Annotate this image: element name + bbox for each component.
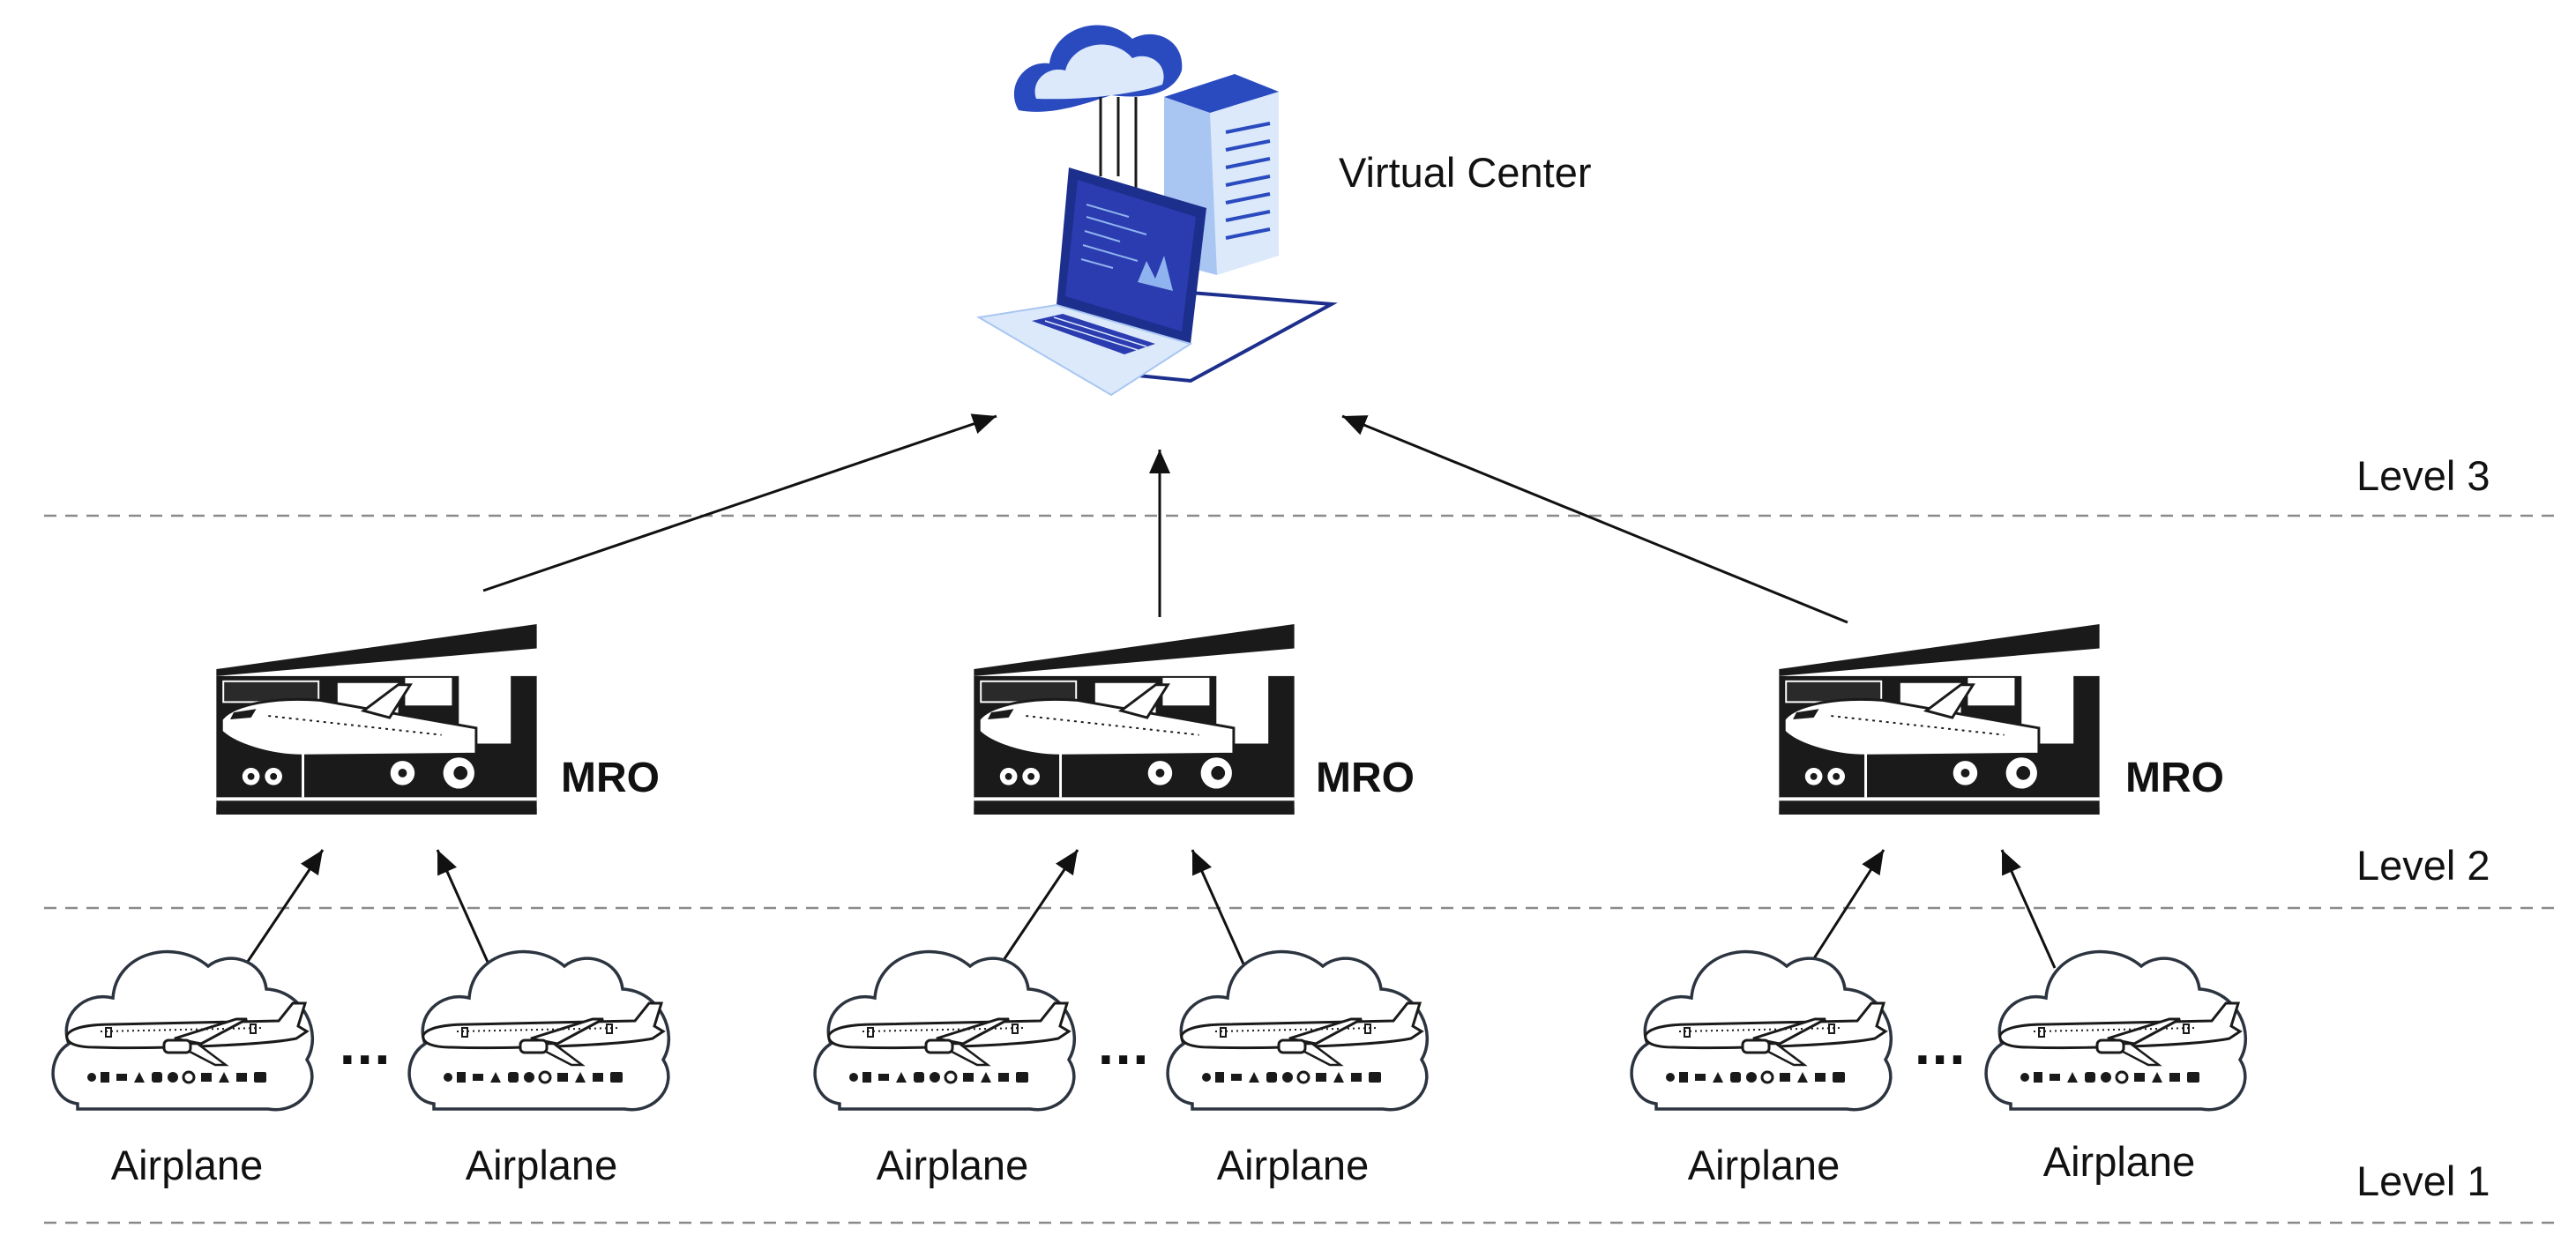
airplane-label: Airplane: [111, 1142, 263, 1188]
airplane-cloud-icon: [1630, 949, 1893, 1112]
airplane-ellipsis: ···: [339, 1034, 391, 1087]
arrow-airplane-to-mro: [1806, 849, 1885, 969]
airplane-cloud-icon: [813, 949, 1077, 1112]
airplane-label: Airplane: [877, 1142, 1028, 1188]
virtual-center-icon: [976, 25, 1338, 397]
airplane-label: Airplane: [466, 1142, 617, 1188]
mro-label: MRO: [561, 755, 660, 801]
hangar-icon: [215, 624, 538, 815]
level-1-label: Level 1: [2356, 1157, 2490, 1204]
mro-label: MRO: [2125, 755, 2224, 801]
airplane-label: Airplane: [1688, 1142, 1840, 1188]
airplane-label: Airplane: [2043, 1138, 2195, 1185]
mro-unit: MRO: [973, 624, 1415, 815]
level-2-label: Level 2: [2356, 842, 2490, 889]
mro-unit: MRO: [1778, 624, 2224, 815]
airplane-cloud-icon: [1166, 949, 1430, 1112]
virtual-center-label: Virtual Center: [1339, 149, 1592, 196]
airplane-ellipsis: ···: [1914, 1034, 1966, 1087]
arrow-airplane-to-mro: [242, 849, 325, 969]
airplane-cloud-icon: [1984, 949, 2248, 1112]
arrow-airplane-to-mro: [997, 849, 1079, 969]
airplane-ellipsis: ···: [1097, 1034, 1149, 1087]
arrow-airplane-to-mro: [2000, 849, 2057, 969]
airplane-cloud-icon: [407, 949, 671, 1112]
arrow-airplane-to-mro: [436, 849, 492, 969]
mro-label: MRO: [1316, 755, 1415, 801]
airplane-label: Airplane: [1217, 1142, 1369, 1188]
arrow-airplane-to-mro: [1191, 849, 1247, 969]
hangar-icon: [973, 624, 1295, 815]
level-3-label: Level 3: [2356, 452, 2490, 499]
mro-unit: MRO: [215, 624, 660, 815]
arrow-mro-3-to-center: [1341, 414, 1848, 624]
airplane-cloud-icon: [51, 949, 315, 1112]
arrow-mro-1-to-center: [482, 413, 997, 592]
hangar-icon: [1778, 624, 2101, 815]
